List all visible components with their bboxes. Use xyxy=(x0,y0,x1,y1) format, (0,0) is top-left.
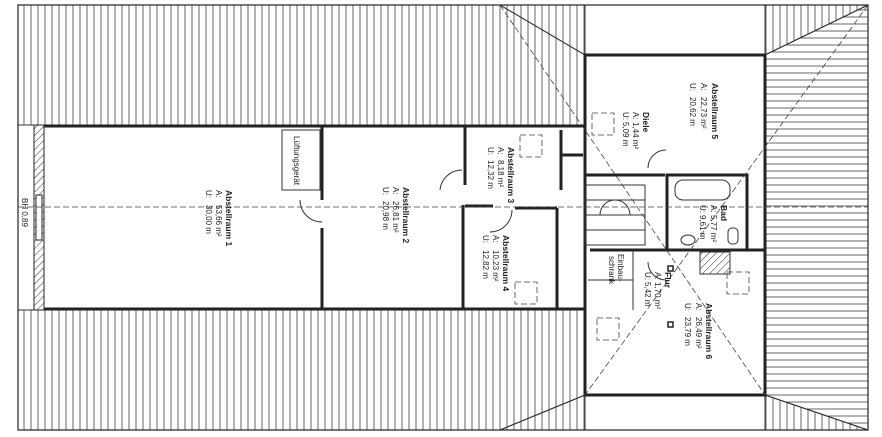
area-value: 26,81 m² xyxy=(391,201,400,233)
area-label: A: xyxy=(709,205,718,213)
room-name: Abstellraum 2 xyxy=(401,187,411,243)
ventilation-unit xyxy=(281,129,321,191)
room-name: Abstellraum 1 xyxy=(224,190,234,246)
perimeter-value: 20,62 m xyxy=(688,97,697,126)
area-value: 26,49 m² xyxy=(694,317,703,349)
bathtub xyxy=(674,179,731,201)
walls xyxy=(44,53,767,397)
room-name: Abstellraum 4 xyxy=(501,235,511,291)
area-label: A: xyxy=(699,83,708,91)
perimeter-label: U: xyxy=(621,112,630,120)
perimeter-label: U: xyxy=(688,83,697,91)
perimeter-label: U: xyxy=(698,205,707,213)
perimeter-label: U: xyxy=(643,272,652,280)
room-label-abstellraum-1: Abstellraum 1 A: 53,66 m² U: 30,00 m xyxy=(204,190,234,246)
perimeter-value: 12,32 m xyxy=(486,160,495,189)
house-interior xyxy=(35,125,585,310)
perimeter-value: 20,98 m xyxy=(381,201,390,230)
room-label-flur: Flur A: 1,70 m² U: 5,42 m xyxy=(643,272,673,309)
washbasin xyxy=(680,234,696,246)
area-value: 53,66 m² xyxy=(214,205,223,237)
area-value: 10,23 m² xyxy=(491,250,500,282)
room-label-bad: Bad A: 5,77 m² U: 9,61 m xyxy=(698,205,729,242)
perimeter-value: 30,00 m xyxy=(204,205,213,234)
perimeter-label: U: xyxy=(683,303,692,311)
area-label: A: xyxy=(491,235,500,243)
room-label-abstellraum-2: Abstellraum 2 A: 26,81 m² U: 20,98 m xyxy=(381,187,411,243)
cabinet-label: schrank xyxy=(607,256,616,285)
room-name: Diele xyxy=(641,112,651,133)
room-label-abstellraum-4: Abstellraum 4 A: 10,23 m² U: 12,82 m xyxy=(481,235,511,291)
area-value: 22,73 m² xyxy=(699,97,708,129)
area-label: A: xyxy=(653,272,662,280)
sill-height-label: BH 0,89 xyxy=(20,198,29,227)
area-label: A: xyxy=(391,187,400,195)
section-lines xyxy=(18,4,869,396)
room-name: Flur xyxy=(663,272,673,289)
room-name: Abstellraum 6 xyxy=(704,303,714,359)
perimeter-value: 23,79 m xyxy=(683,317,692,346)
room-label-abstellraum-5: Abstellraum 5 A: 22,73 m² U: 20,62 m xyxy=(688,83,720,139)
doors xyxy=(299,149,667,281)
kitchenette xyxy=(699,251,731,275)
area-label: A: xyxy=(214,190,223,198)
perimeter-value: 5,42 m xyxy=(643,282,652,307)
roof-hatching xyxy=(17,4,869,431)
cabinet-label: Einbau- xyxy=(616,254,625,282)
perimeter-value: 5,09 m xyxy=(621,122,630,147)
staircase xyxy=(585,199,645,231)
pillar xyxy=(667,321,674,328)
perimeter-label: U: xyxy=(204,190,213,198)
room-label-abstellraum-3: Abstellraum 3 A: 8,18 m² U: 12,32 m xyxy=(486,147,516,203)
area-value: 1,44 m² xyxy=(631,122,640,149)
perimeter-label: U: xyxy=(486,147,495,155)
perimeter-label: U: xyxy=(381,187,390,195)
room-name: Abstellraum 3 xyxy=(506,147,516,203)
window xyxy=(35,194,43,241)
area-value: 8,18 m² xyxy=(496,160,505,187)
area-value: 5,77 m² xyxy=(709,215,718,242)
area-label: A: xyxy=(496,147,505,155)
room-name: Abstellraum 5 xyxy=(710,83,720,139)
room-name: Bad xyxy=(719,205,729,221)
room-label-abstellraum-6: Abstellraum 6 A: 26,49 m² U: 23,79 m xyxy=(683,303,714,359)
house-interior-east xyxy=(585,55,765,395)
area-label: A: xyxy=(631,112,640,120)
perimeter-label: U: xyxy=(481,235,490,243)
perimeter-value: 9,61 m xyxy=(698,215,707,240)
pillar xyxy=(667,265,674,272)
perimeter-value: 12,82 m xyxy=(481,250,490,279)
skylights xyxy=(514,112,750,341)
toilet xyxy=(727,227,739,245)
room-label-diele: Diele A: 1,44 m² U: 5,09 m xyxy=(621,112,651,149)
ventilation-label: Lüftungsgerät xyxy=(292,136,301,186)
area-value: 1,70 m² xyxy=(653,282,662,309)
area-label: A: xyxy=(694,303,703,311)
